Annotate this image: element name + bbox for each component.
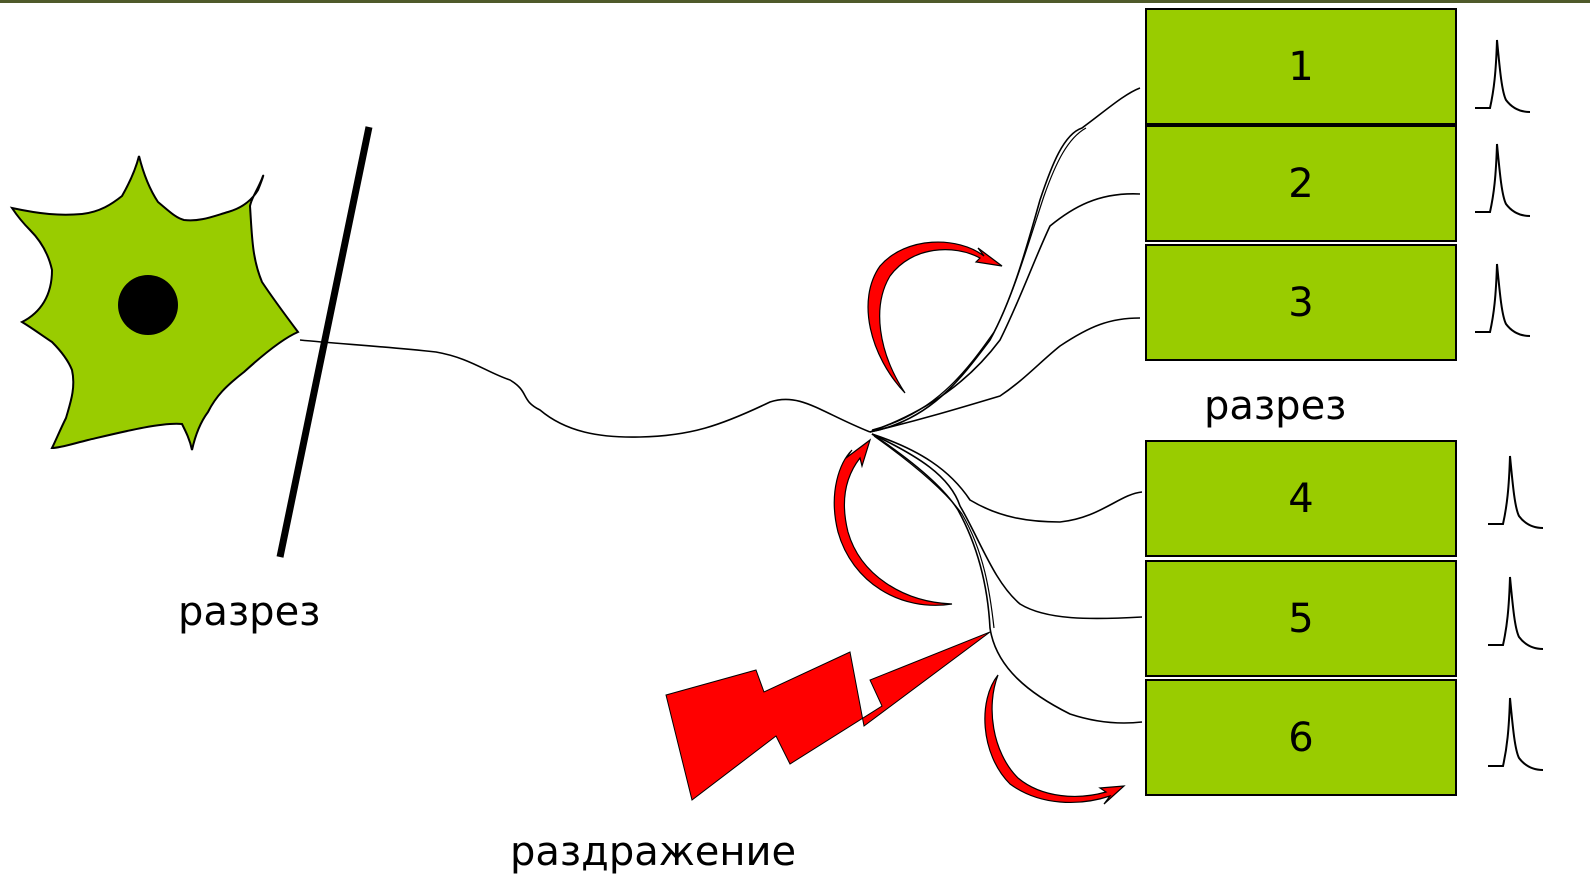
curved-arrow-icon-bottom — [984, 674, 1126, 805]
action-potential-icon-2 — [1475, 143, 1531, 217]
nerve-branch-1 — [869, 87, 1141, 433]
muscle-block-4: 4 — [1145, 440, 1457, 557]
muscle-block-1: 1 — [1145, 8, 1457, 125]
action-potential-icon-4 — [1488, 455, 1544, 529]
action-potential-icon-6 — [1488, 697, 1544, 771]
axon — [299, 339, 871, 438]
action-potential-icon-1 — [1475, 39, 1531, 113]
nerve-branch-3 — [869, 317, 1141, 433]
muscle-block-3: 3 — [1145, 244, 1457, 361]
nerve-branch-6 — [871, 433, 1143, 724]
curved-arrow-icon-middle — [833, 438, 953, 606]
nerve-branch-2 — [869, 193, 1141, 433]
nucleus-icon — [118, 275, 178, 335]
muscle-block-2: 2 — [1145, 125, 1457, 242]
action-potential-icon-3 — [1475, 263, 1531, 337]
spike-group — [1475, 39, 1544, 771]
stimulus-label: раздражение — [510, 829, 797, 875]
lightning-bolt-icon — [665, 631, 991, 801]
nerve-branch-4 — [871, 433, 1143, 523]
action-potential-icon-5 — [1488, 576, 1544, 650]
cut-label-left: разрез — [178, 589, 321, 635]
muscle-block-6: 6 — [1145, 679, 1457, 796]
curved-arrow-icon-top — [867, 241, 1003, 394]
muscle-block-5: 5 — [1145, 560, 1457, 677]
cut-label-right: разрез — [1204, 383, 1347, 429]
nerve-branch-1b — [871, 127, 1087, 431]
top-rule — [0, 0, 1590, 3]
nerve-branch-6b — [873, 435, 995, 629]
nerve-branch-5 — [871, 433, 1143, 620]
